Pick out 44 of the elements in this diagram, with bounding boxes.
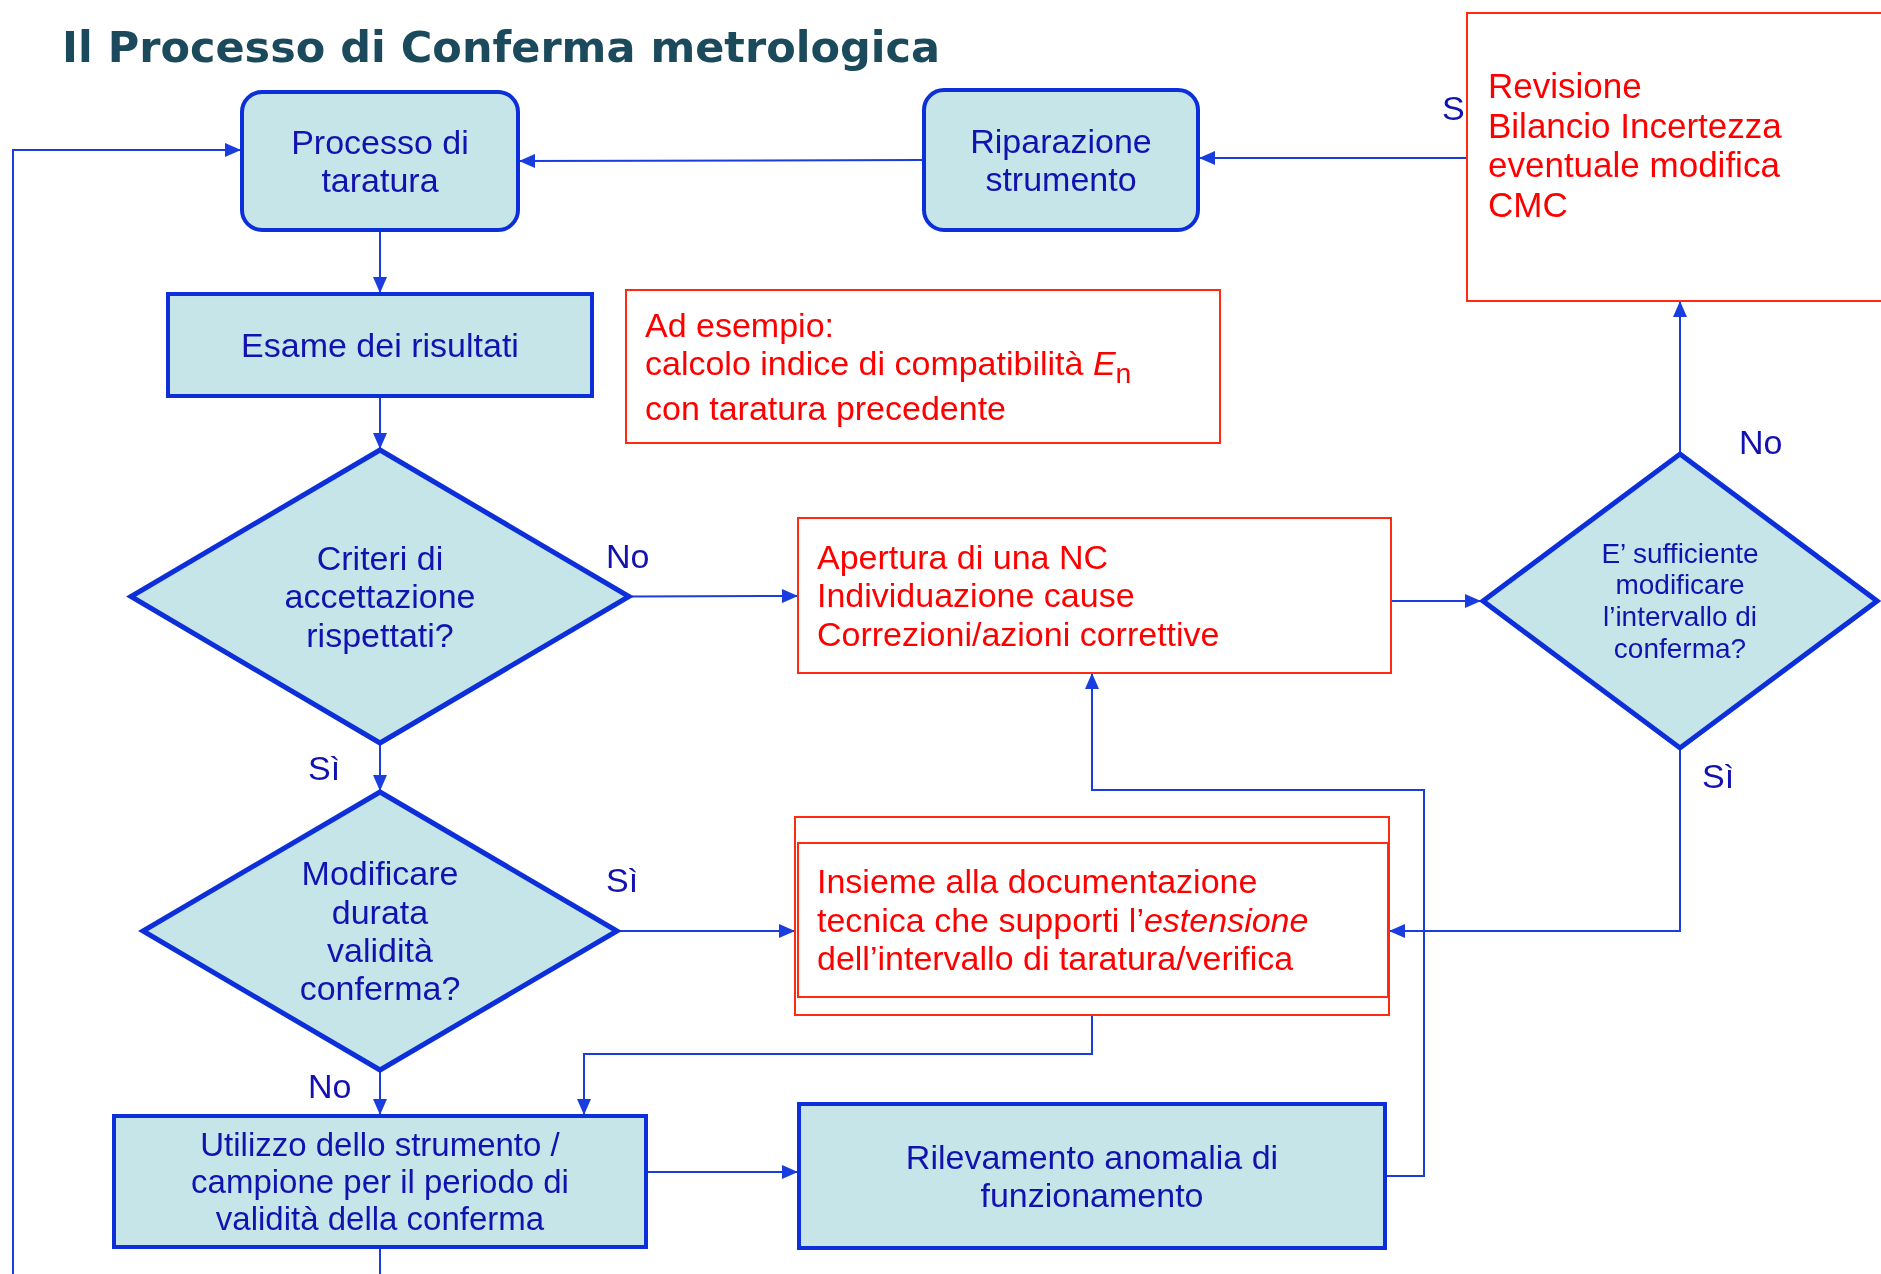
process-box [112, 1114, 648, 1249]
arrow [1389, 749, 1681, 938]
note-heading: Ad esempio: [645, 305, 835, 345]
arrow [12, 143, 381, 1274]
arrow [631, 589, 798, 604]
process-box [922, 88, 1200, 232]
node-text: Processo di taratura [290, 122, 470, 200]
arrow [1085, 673, 1425, 1177]
arrow [373, 397, 387, 449]
title: Il Processo di Conferma metrologica [62, 22, 940, 72]
note-box [797, 517, 1392, 674]
node-text: Esame dei risultati [240, 325, 520, 365]
arrow [577, 1015, 1093, 1115]
node-text: E’ sufficiente modificare l’intervallo di conferma? [1600, 537, 1760, 665]
arrow [373, 744, 387, 791]
arrow [373, 231, 387, 293]
node-text: Modificare durata validità conferma? [298, 854, 462, 1008]
arrow [1673, 301, 1687, 453]
node-text: eventuale modifica CMC [1488, 145, 1781, 225]
note-box [794, 816, 1390, 1016]
arrow [373, 1071, 387, 1115]
process-box [797, 1102, 1387, 1250]
decision-diamond [1480, 452, 1880, 750]
node-text: Riparazione strumento [969, 121, 1153, 199]
process-box [240, 90, 520, 232]
node-text: Apertura di una NC [817, 537, 1110, 577]
node-text: Utilizzo dello strumento / campione per il periodo di validità della conferma [190, 1125, 570, 1238]
arrow [1391, 594, 1481, 608]
node-text: Individuazione cause [817, 576, 1136, 615]
node-text: calcolo indice di compatibilità E$_{n}$ con taratura precedente [645, 344, 1133, 428]
arrow [1199, 151, 1467, 165]
node-text: Rilevamento anomalia di funzionamento [904, 1137, 1280, 1215]
node-text: Criteri di accettazione rispettati? [283, 538, 477, 655]
node-text: Correzioni/azioni correttive [817, 614, 1221, 654]
note-box [797, 842, 1389, 998]
node-text: Revisione [1488, 66, 1643, 106]
node-text: Insieme alla documentazione tecnica che supporti l’estensione dell’intervallo di taratura/verifica [817, 862, 1310, 978]
note-box [1466, 12, 1881, 302]
arrow [519, 153, 923, 168]
arrow [647, 1165, 798, 1179]
note-box [625, 289, 1221, 444]
process-box [166, 292, 594, 398]
node-text: Bilancio Incertezza [1488, 105, 1783, 146]
arrow [619, 924, 795, 938]
